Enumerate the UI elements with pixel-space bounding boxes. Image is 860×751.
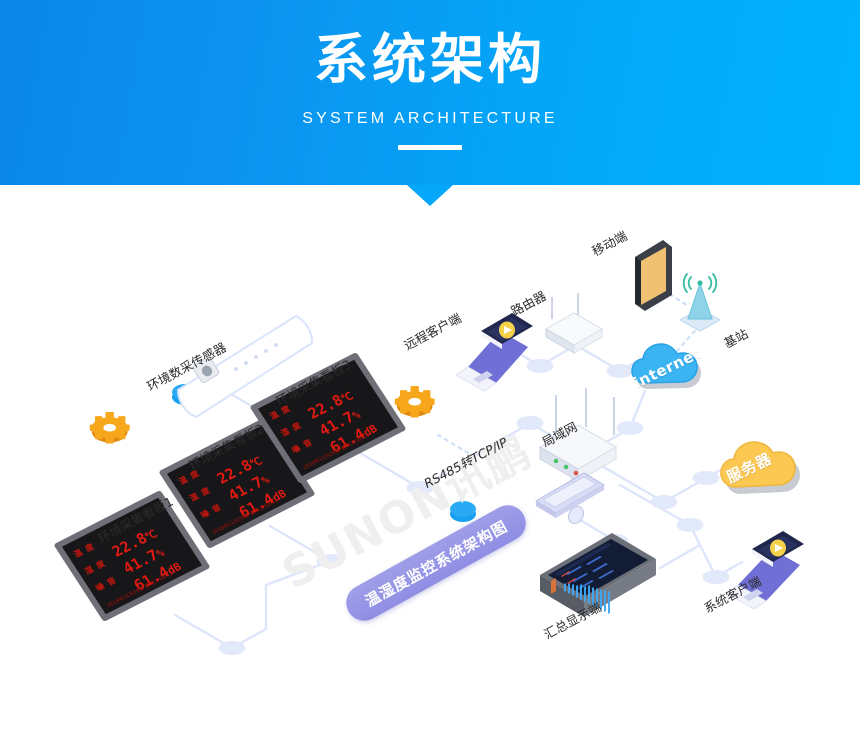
server-cloud (720, 441, 800, 494)
architecture-diagram: SUNON讯鹏 温 度 湿 度 噪 音 22.8℃ 41.7% 61.4dB 2… (0, 185, 860, 751)
keyboard-mouse (535, 472, 605, 525)
connection-lines (89, 240, 804, 655)
title-underline (398, 145, 462, 150)
header-arrow-icon (407, 185, 453, 206)
base-station (678, 273, 722, 332)
gear-icon (394, 385, 435, 418)
led-key-noise: 噪 音 (94, 575, 119, 593)
sensor-device (176, 314, 314, 419)
led-key-temp: 温 度 (72, 541, 97, 560)
lan-router (539, 388, 617, 482)
page-header: 系统架构 SYSTEM ARCHITECTURE (0, 0, 860, 185)
page-title: 系统架构 (314, 28, 546, 91)
remote-client-laptop (455, 313, 533, 392)
page-subtitle: SYSTEM ARCHITECTURE (302, 110, 558, 127)
led-key-humidity: 湿 度 (279, 420, 304, 439)
summary-display-monitor (540, 533, 656, 617)
led-key-noise: 噪 音 (199, 502, 224, 520)
router (544, 293, 604, 354)
mobile-phone (635, 240, 672, 311)
led-key-humidity: 湿 度 (188, 485, 213, 504)
system-client-laptop (725, 531, 804, 610)
led-key-noise: 噪 音 (290, 437, 315, 455)
led-key-humidity: 湿 度 (83, 558, 108, 577)
gear-icon (89, 411, 130, 444)
internet-cloud (631, 343, 701, 389)
